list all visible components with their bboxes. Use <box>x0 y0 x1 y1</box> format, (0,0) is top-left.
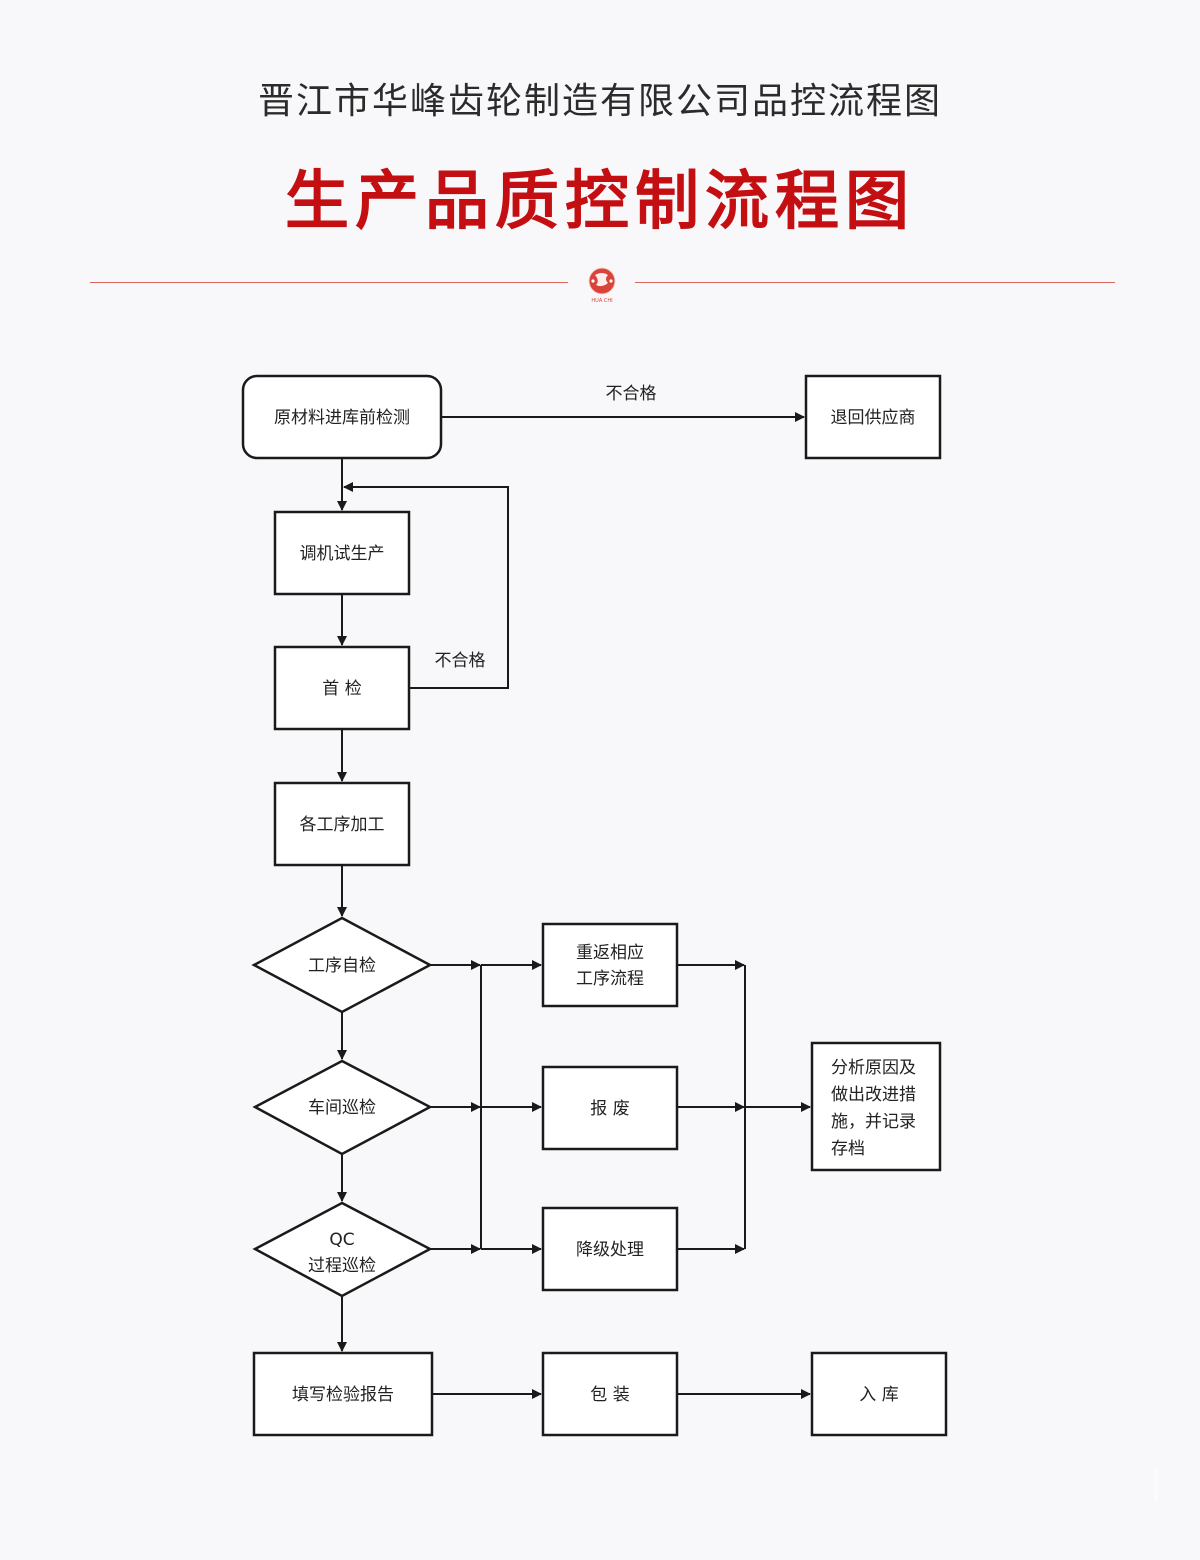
node-workshop-patrol <box>252 1059 433 1156</box>
label-analyze-line3: 施，并记录 <box>831 1112 916 1132</box>
label-downgrade: 降级处理 <box>576 1240 644 1260</box>
label-first-inspect: 首 检 <box>322 679 361 699</box>
node-downgrade <box>541 1206 679 1292</box>
label-rework-line2: 工序流程 <box>576 969 644 989</box>
node-store <box>810 1351 948 1437</box>
company-title: 晋江市华峰齿轮制造有限公司品控流程图 <box>257 81 942 122</box>
label-pack: 包 装 <box>590 1385 629 1405</box>
node-processing <box>273 781 411 867</box>
node-return-supplier <box>804 374 942 460</box>
label-self-check: 工序自检 <box>308 956 376 976</box>
node-report <box>252 1351 434 1437</box>
label-workshop-patrol: 车间巡检 <box>308 1098 376 1118</box>
node-trial <box>273 510 411 596</box>
node-analyze <box>810 1041 942 1172</box>
label-analyze-line2: 做出改进措 <box>831 1085 916 1105</box>
label-analyze-line1: 分析原因及 <box>831 1058 916 1078</box>
label-return-supplier: 退回供应商 <box>831 408 916 428</box>
label-fail-top: 不合格 <box>606 384 657 404</box>
node-incoming <box>241 374 443 460</box>
label-qc-line2: 过程巡检 <box>308 1256 376 1276</box>
corner-mark <box>1154 1468 1158 1502</box>
label-processing: 各工序加工 <box>300 815 385 835</box>
label-report: 填写检验报告 <box>292 1385 394 1405</box>
node-rework <box>541 922 679 1008</box>
edge-first-fail-loop <box>343 482 509 689</box>
node-pack <box>541 1351 679 1437</box>
company-logo-icon: HUA CHI <box>588 267 616 304</box>
label-qc-line1: QC <box>329 1230 354 1250</box>
node-scrap <box>541 1065 679 1151</box>
label-incoming: 原材料进库前检测 <box>274 408 410 428</box>
label-fail-loop: 不合格 <box>435 651 486 671</box>
node-self-check <box>251 916 433 1014</box>
logo-caption: HUA CHI <box>591 298 612 304</box>
label-trial: 调机试生产 <box>300 544 385 564</box>
label-analyze-line4: 存档 <box>831 1139 865 1159</box>
node-qc-patrol <box>252 1201 433 1298</box>
divider-left <box>90 282 568 283</box>
page-title: 生产品质控制流程图 <box>285 165 915 239</box>
node-first-inspect <box>273 645 411 731</box>
label-rework-line1: 重返相应 <box>576 943 644 963</box>
divider-right <box>635 282 1115 283</box>
label-store: 入 库 <box>859 1385 898 1405</box>
label-scrap: 报 废 <box>590 1099 629 1119</box>
